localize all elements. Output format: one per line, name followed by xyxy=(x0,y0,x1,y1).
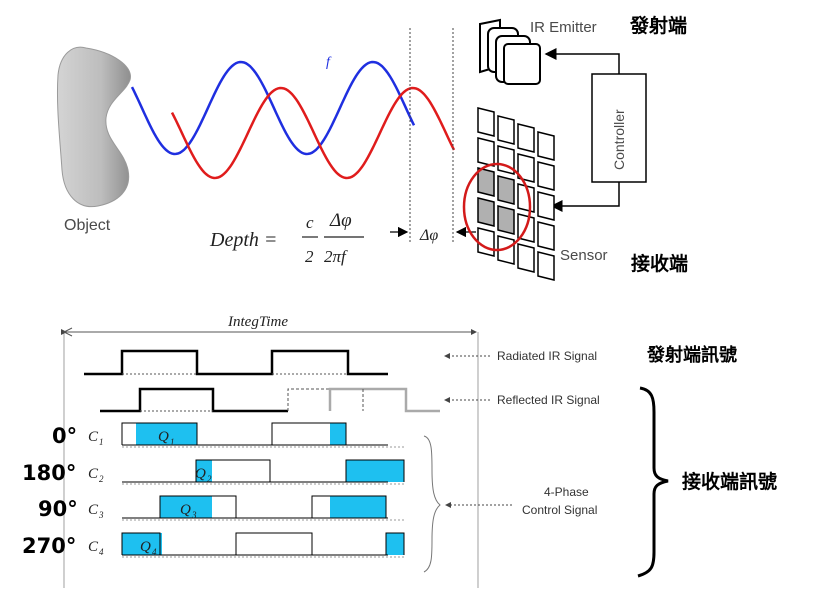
sensor-pixel xyxy=(537,161,555,191)
emitter-zh-label: 發射端 xyxy=(629,14,687,37)
sensor-pixel xyxy=(537,251,555,281)
ir-emitter-label: IR Emitter xyxy=(530,19,597,36)
control-pulse xyxy=(311,495,387,518)
delta-phi-label: Δφ xyxy=(419,227,438,244)
sensor-pixel xyxy=(517,243,535,273)
capacitor-label: C xyxy=(88,539,99,555)
formula-lhs: Depth = xyxy=(209,229,277,251)
charge-sub: 3 xyxy=(191,510,197,520)
phase-label-1: 4-Phase xyxy=(544,485,589,499)
capacitor-label: C xyxy=(88,429,99,445)
charge-fill xyxy=(122,533,162,555)
control-brace xyxy=(423,435,441,573)
charge-sub: 2 xyxy=(207,474,212,484)
control-pulse xyxy=(159,495,237,518)
formula-den1: 2 xyxy=(305,247,314,266)
controller-to-emitter-arrow xyxy=(544,48,620,74)
controller-to-sensor-arrow xyxy=(550,182,620,212)
sensor-pixel xyxy=(517,123,535,153)
sensor-pixel xyxy=(537,221,555,251)
charge-label: Q xyxy=(195,466,206,482)
charge-fill xyxy=(196,460,212,482)
wave-blue xyxy=(130,60,416,156)
capacitor-sub: 1 xyxy=(99,437,104,447)
charge-fill xyxy=(330,423,346,445)
integ-time-label: IntegTime xyxy=(227,314,288,330)
controller-label: Controller xyxy=(611,109,627,170)
phase-angle-label: 90° xyxy=(38,497,78,521)
charge-fill xyxy=(346,460,404,482)
formula-den2: 2πf xyxy=(324,247,348,266)
control-pulse xyxy=(271,422,347,445)
charge-fill xyxy=(160,496,212,518)
radiated-label: Radiated IR Signal xyxy=(497,349,597,363)
charge-label: Q xyxy=(158,429,169,445)
sensor-pixel xyxy=(517,153,535,183)
object-label: Object xyxy=(64,217,111,234)
formula-num1: c xyxy=(306,213,314,232)
wave-red xyxy=(170,86,456,180)
sensor-pixel xyxy=(497,205,515,235)
phase-angle-label: 0° xyxy=(52,424,77,448)
charge-fill xyxy=(136,423,197,445)
sensor-pixel xyxy=(497,115,515,145)
capacitor-sub: 2 xyxy=(99,474,104,484)
sensor-zh-label: 接收端 xyxy=(631,252,688,275)
highlight-circle xyxy=(462,162,532,252)
sensor-grid xyxy=(477,107,555,281)
sensor-label: Sensor xyxy=(560,247,608,264)
controller-box xyxy=(591,73,647,183)
sensor-pixel xyxy=(497,175,515,205)
formula-num2: Δφ xyxy=(329,210,352,231)
charge-sub: 4 xyxy=(152,547,157,557)
sensor-pixel xyxy=(537,131,555,161)
frequency-label: f xyxy=(326,55,332,70)
receiver-zh-label: 接收端訊號 xyxy=(682,470,777,493)
control-pulse xyxy=(121,422,198,445)
capacitor-label: C xyxy=(88,502,99,518)
phase-label-2: Control Signal xyxy=(522,503,597,517)
charge-label: Q xyxy=(140,539,151,555)
control-pulse xyxy=(195,459,271,482)
control-pulse xyxy=(345,459,405,482)
receiver-bracket xyxy=(637,386,669,578)
charge-fill xyxy=(386,533,404,555)
sensor-pixel xyxy=(477,167,495,197)
charge-label: Q xyxy=(180,502,191,518)
capacitor-label: C xyxy=(88,466,99,482)
ir-emitter xyxy=(479,18,541,85)
sensor-pixel xyxy=(497,235,515,265)
capacitor-sub: 3 xyxy=(98,510,104,520)
radiated-zh-label: 發射端訊號 xyxy=(646,344,737,366)
phase-angle-label: 180° xyxy=(22,461,76,485)
sensor-pixel xyxy=(477,197,495,227)
reflected-label: Reflected IR Signal xyxy=(497,393,600,407)
charge-fill xyxy=(330,496,386,518)
control-pulse xyxy=(385,532,405,555)
phase-angle-label: 270° xyxy=(22,534,76,558)
object-shape xyxy=(56,46,131,208)
control-pulse xyxy=(121,532,161,555)
capacitor-sub: 4 xyxy=(99,547,104,557)
sensor-pixel xyxy=(537,191,555,221)
sensor-pixel xyxy=(477,137,495,167)
radiated-signal xyxy=(84,349,388,376)
control-pulse xyxy=(235,532,313,555)
depth-formula: Depth = c 2 Δφ 2πf xyxy=(209,210,364,266)
charge-sub: 1 xyxy=(170,437,175,447)
sensor-pixel xyxy=(477,107,495,137)
reflected-signal xyxy=(100,387,288,413)
sensor-pixel xyxy=(477,227,495,257)
